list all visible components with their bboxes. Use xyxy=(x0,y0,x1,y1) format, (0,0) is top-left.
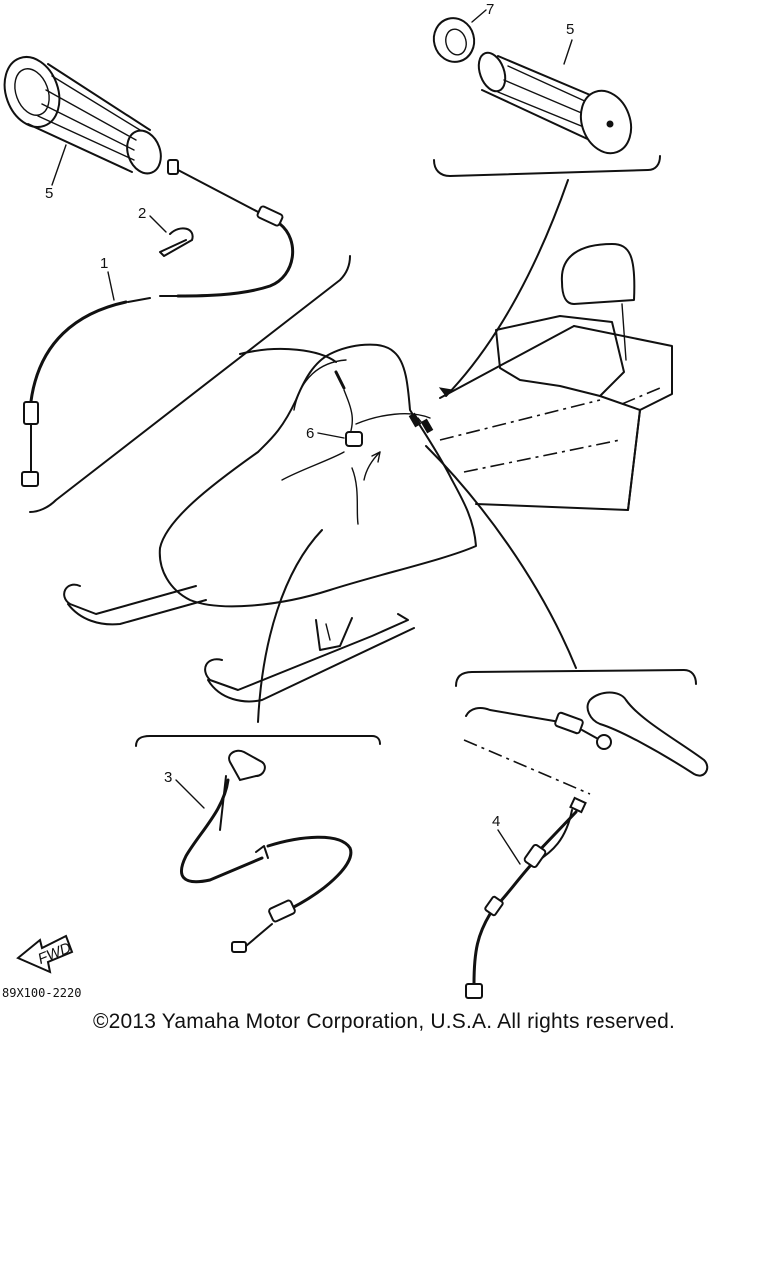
callout-3: 3 xyxy=(164,769,172,786)
callout-2: 2 xyxy=(138,205,146,222)
grip-ring xyxy=(432,17,476,63)
snowmobile-body xyxy=(63,243,673,703)
callout-1: 1 xyxy=(100,255,108,272)
fwd-arrow-icon: FWD xyxy=(16,934,74,974)
arrowhead-right-top xyxy=(438,387,454,397)
brake-lever-assembly xyxy=(465,691,709,777)
callout-5-right: 5 xyxy=(566,21,574,38)
choke-panel-frame xyxy=(135,735,381,747)
left-panel-frame xyxy=(29,255,351,513)
brake-panel-frame xyxy=(455,669,697,687)
right-top-panel-frame xyxy=(433,155,661,177)
callout-7: 7 xyxy=(486,1,494,18)
leader-5-right xyxy=(563,39,573,65)
handlebar-grip-right xyxy=(477,51,633,155)
leader-6 xyxy=(317,432,345,439)
pointer-brake-panel xyxy=(425,445,577,669)
parts-diagram: 5 1 2 5 7 xyxy=(2,1,709,1000)
leader-4 xyxy=(497,829,521,865)
callout-6: 6 xyxy=(306,425,314,442)
leader-7 xyxy=(471,9,487,23)
diagram-code: 89X100-2220 xyxy=(2,986,81,1000)
leader-5-left xyxy=(51,144,67,186)
callout-5-left: 5 xyxy=(45,185,53,202)
callout-4: 4 xyxy=(492,813,500,830)
choke-cable xyxy=(180,749,353,953)
throttle-cable xyxy=(21,159,295,487)
leader-3 xyxy=(175,779,205,809)
copyright-notice: ©2013 Yamaha Motor Corporation, U.S.A. A… xyxy=(92,1010,676,1033)
brake-assembly-dashline xyxy=(463,739,591,795)
cable-routing xyxy=(281,370,434,525)
brake-cable xyxy=(465,796,587,999)
cable-clip xyxy=(159,227,194,257)
pointer-left-panel xyxy=(239,347,337,363)
handlebar-grip-left xyxy=(3,56,162,175)
leader-2 xyxy=(149,215,167,233)
cable-holder xyxy=(345,431,363,447)
pointer-right-top-panel xyxy=(445,179,569,397)
leader-1 xyxy=(107,271,115,301)
pointer-choke-panel xyxy=(257,529,323,723)
